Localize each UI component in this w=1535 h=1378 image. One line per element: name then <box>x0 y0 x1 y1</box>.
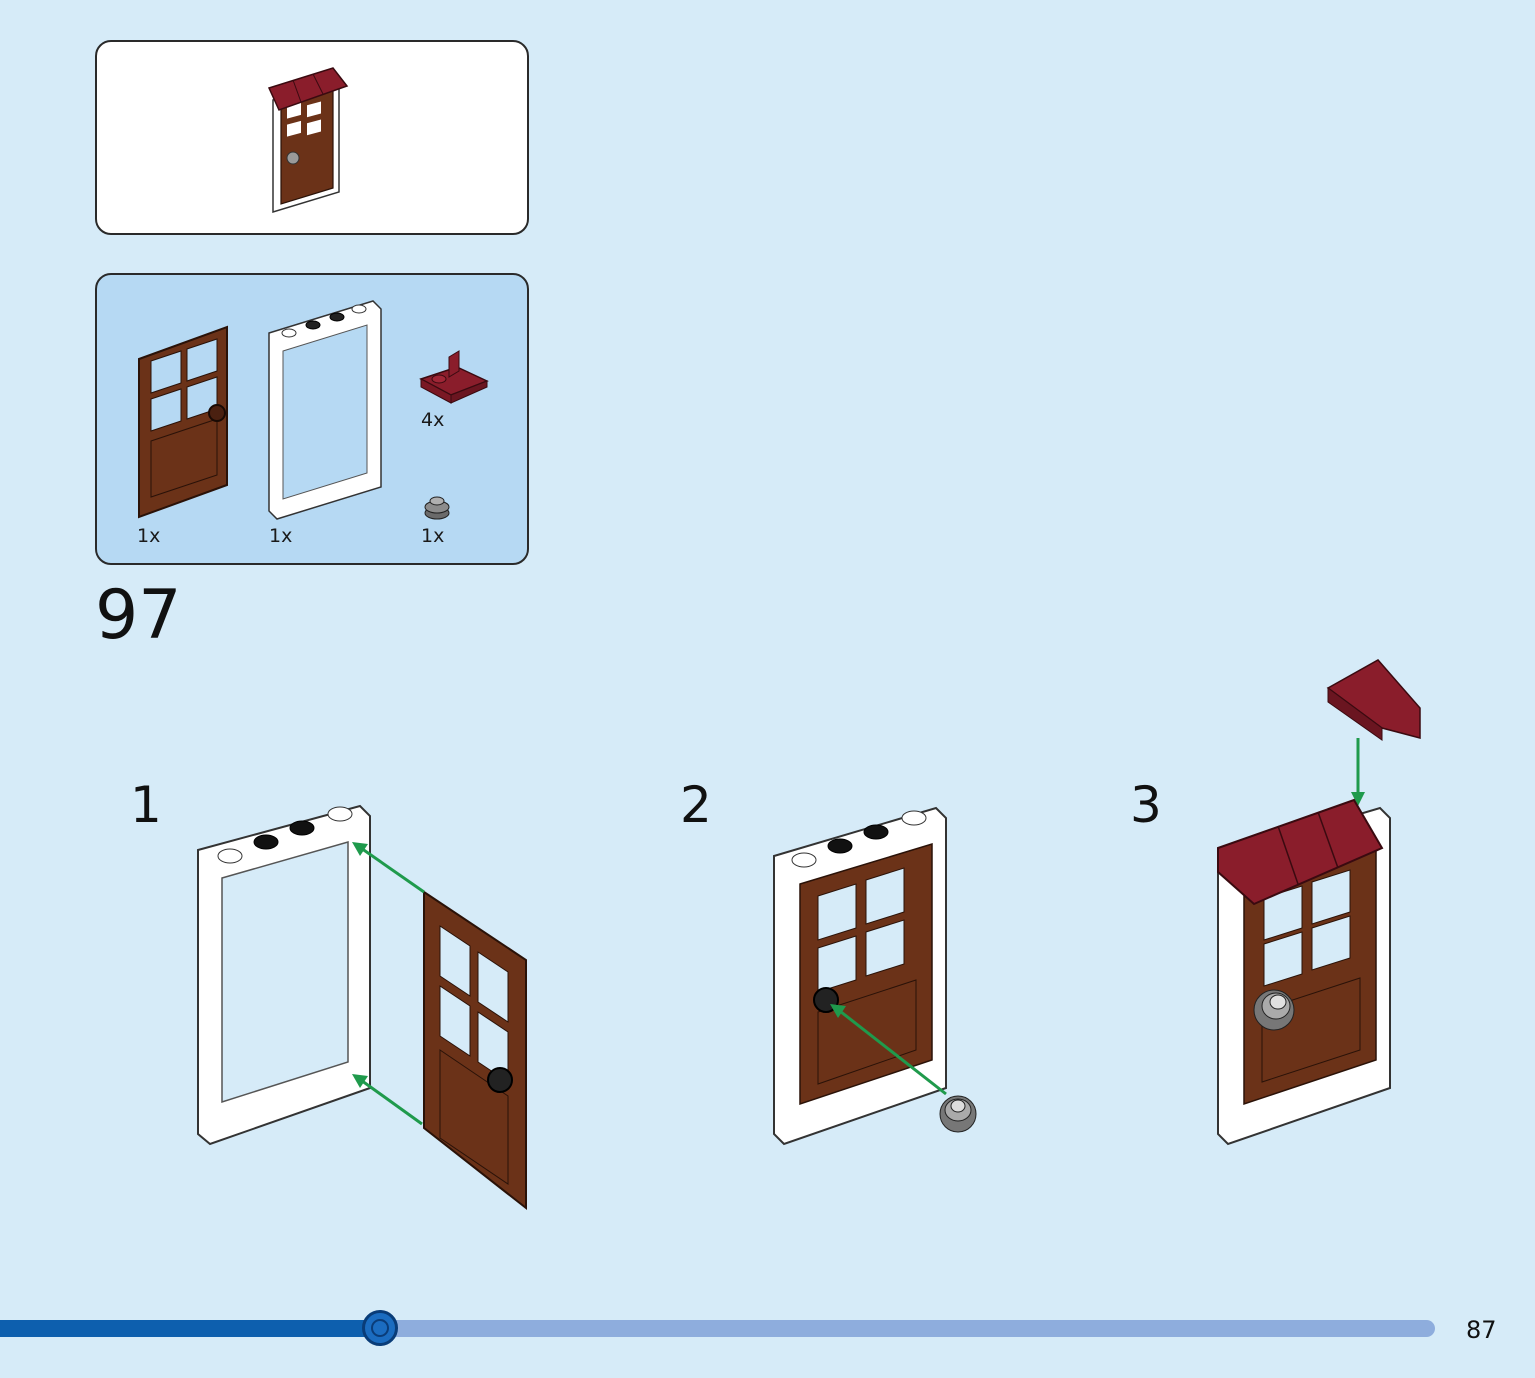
part-round-plate-illustration <box>424 496 450 520</box>
sub-step-3-label: 3 <box>1130 776 1162 834</box>
preview-box <box>95 40 529 235</box>
part-round-plate-quantity: 1x <box>421 525 445 547</box>
part-door-frame-quantity: 1x <box>269 525 293 547</box>
sub-step-1-label: 1 <box>130 776 162 834</box>
part-bracket-plate-quantity: 4x <box>421 409 445 431</box>
progress-fill <box>0 1320 380 1337</box>
part-door-frame-illustration <box>268 300 382 520</box>
sub-step-2-illustration <box>773 806 977 1146</box>
sub-step-3-illustration <box>1217 659 1421 1146</box>
preview-door-illustration <box>267 67 349 214</box>
sub-step-2-label: 2 <box>680 776 712 834</box>
progress-knob[interactable] <box>362 1310 398 1346</box>
part-bracket-plate-illustration <box>419 350 489 404</box>
part-door-illustration <box>138 325 228 519</box>
part-door-quantity: 1x <box>137 525 161 547</box>
step-number: 97 <box>95 576 182 655</box>
sub-step-1-illustration <box>197 804 527 1211</box>
parts-list-box: 1x 1x 4x 1x <box>95 273 529 565</box>
page-number: 87 <box>1466 1316 1497 1344</box>
